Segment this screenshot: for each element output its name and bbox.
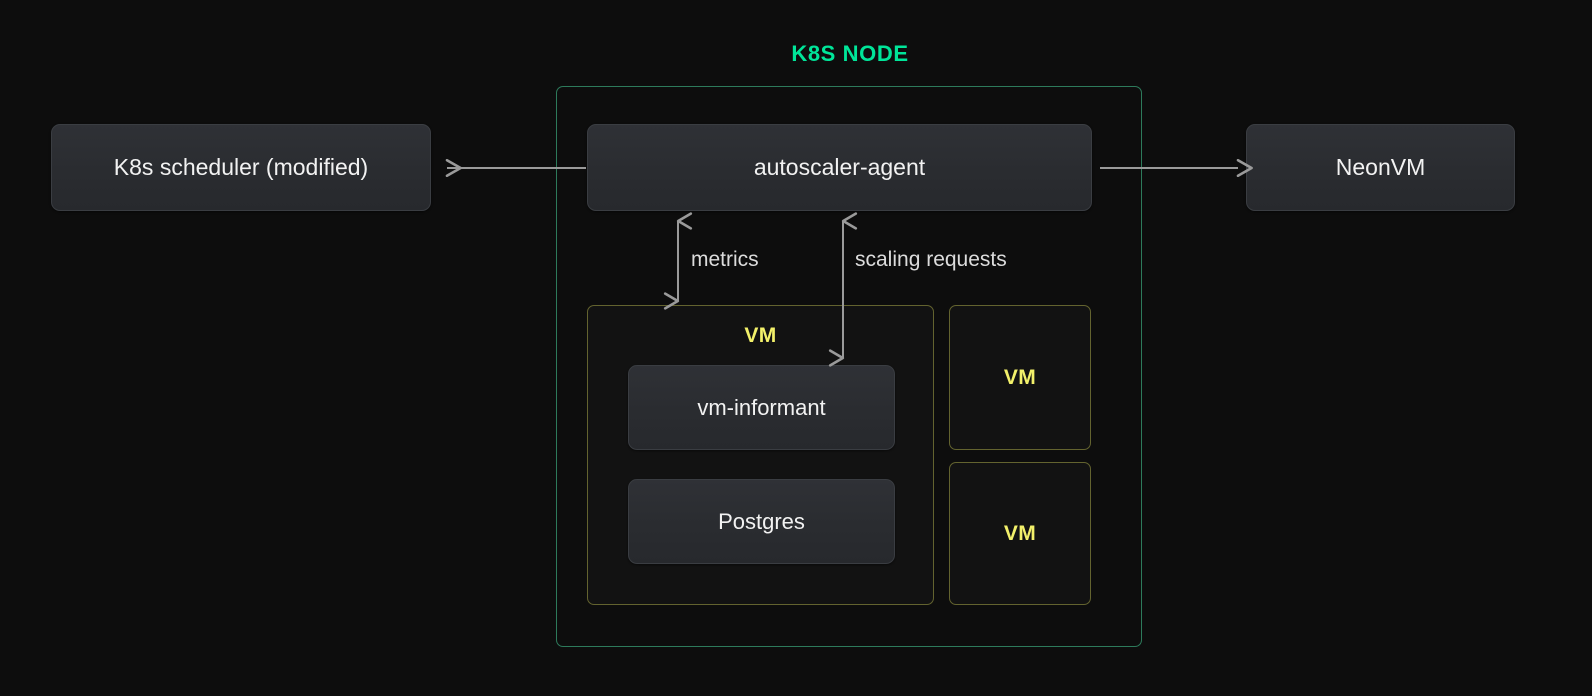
vm-primary-container[interactable]: VM vm-informant Postgres [587,305,934,605]
vm-secondary-box-1[interactable]: VM [949,305,1091,450]
k8s-scheduler-box[interactable]: K8s scheduler (modified) [51,124,431,211]
vm-informant-label: vm-informant [697,394,826,420]
neonvm-label: NeonVM [1335,153,1426,180]
vm-secondary-label-1: VM [1003,365,1037,389]
k8s-scheduler-label: K8s scheduler (modified) [113,153,369,180]
vm-secondary-box-2[interactable]: VM [949,462,1091,605]
k8s-node-title: K8S NODE [791,41,909,66]
vm-informant-box[interactable]: vm-informant [628,365,895,450]
neonvm-box[interactable]: NeonVM [1246,124,1515,211]
k8s-node-container [556,86,1142,647]
metrics-arrow-label: metrics [691,248,759,271]
vm-primary-label: VM [744,324,777,347]
autoscaler-agent-box[interactable]: autoscaler-agent [587,124,1092,211]
autoscaler-agent-label: autoscaler-agent [753,153,926,180]
postgres-box[interactable]: Postgres [628,479,895,564]
postgres-label: Postgres [718,508,805,534]
scaling-requests-arrow-label: scaling requests [855,248,1007,271]
vm-secondary-label-2: VM [1003,521,1037,545]
